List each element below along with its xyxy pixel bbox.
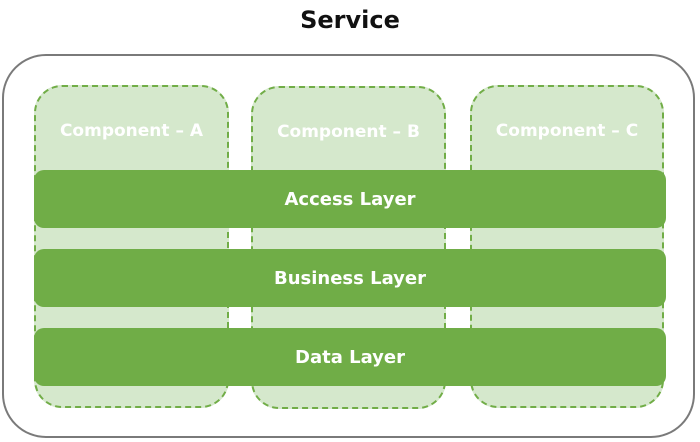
- component-a-label: Component – A: [59, 121, 204, 141]
- data-layer: Data Layer: [34, 328, 666, 386]
- business-layer: Business Layer: [34, 249, 666, 307]
- diagram-title: Service: [300, 6, 400, 34]
- component-c-label: Component – C: [495, 121, 639, 141]
- component-b-label: Component – B: [277, 122, 420, 142]
- access-layer: Access Layer: [34, 170, 666, 228]
